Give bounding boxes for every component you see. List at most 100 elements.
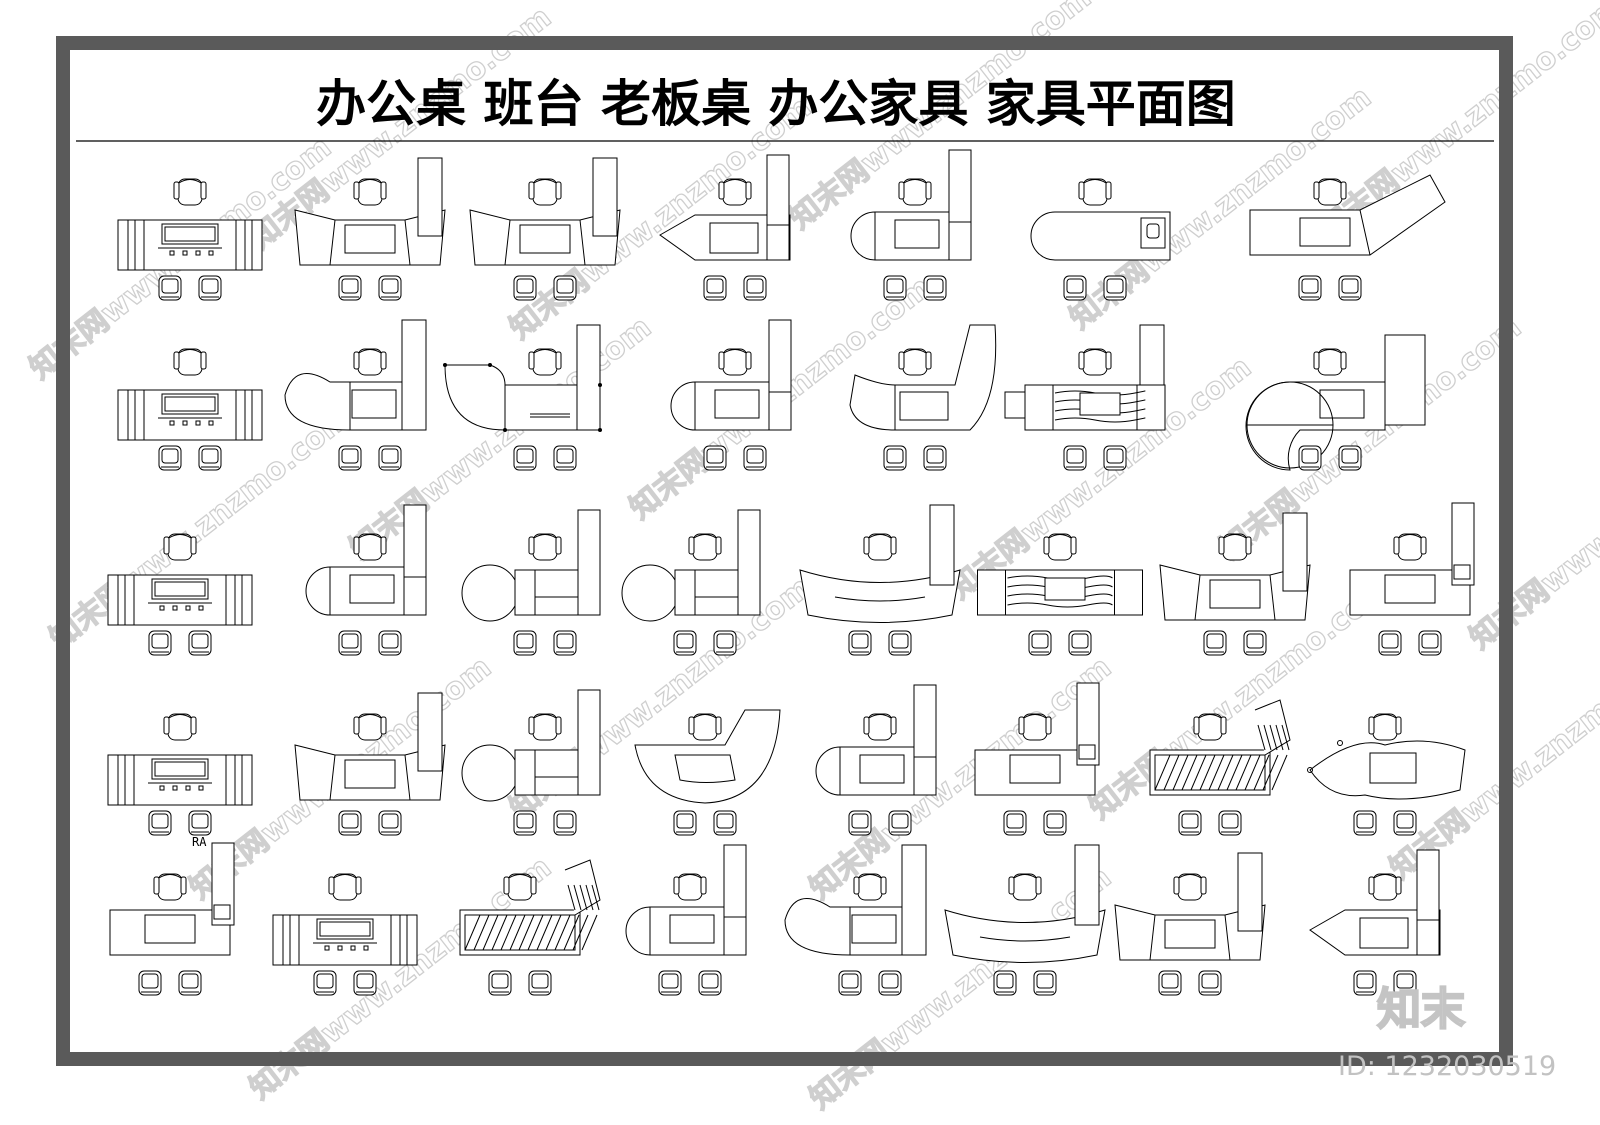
desk-grid — [107, 149, 1475, 996]
guest-chair — [1353, 970, 1377, 996]
guest-chair — [658, 970, 682, 996]
brand-logo-watermark: 知末 — [1377, 984, 1465, 1035]
office-chair — [163, 533, 197, 561]
guest-chair — [158, 275, 182, 301]
guest-chair — [923, 275, 947, 301]
guest-chair — [553, 445, 577, 471]
office-chair — [173, 178, 207, 206]
desk-angled-wide-desk-r1c7 — [1249, 174, 1446, 301]
guest-chair — [1243, 630, 1267, 656]
desk-straight-cabinet-desk-r3c1 — [107, 533, 253, 656]
desk-wood-grain-desk-r3c6 — [977, 533, 1143, 656]
office-chair — [353, 533, 387, 561]
guest-chair — [553, 810, 577, 836]
desk-rounded-l-desk-r2c4 — [670, 319, 792, 471]
guest-chair — [1033, 970, 1057, 996]
office-chair — [1313, 348, 1347, 376]
guest-chair — [698, 970, 722, 996]
guest-chair — [378, 445, 402, 471]
office-chair — [163, 713, 197, 741]
office-chair — [1218, 533, 1252, 561]
guest-chair — [1353, 810, 1377, 836]
office-chair — [898, 348, 932, 376]
site-watermark-text: 知末网www.znzmo.com — [1463, 400, 1600, 657]
desk-angled-desk-with-return-r1c3 — [469, 157, 621, 301]
guest-chair — [848, 810, 872, 836]
guest-chair — [1198, 970, 1222, 996]
office-chair — [328, 873, 362, 901]
guest-chair — [1178, 810, 1202, 836]
desk-straight-cabinet-desk-r4c1 — [107, 713, 253, 836]
guest-chair — [713, 630, 737, 656]
office-chair — [688, 533, 722, 561]
guest-chair — [1043, 810, 1067, 836]
desk-hatched-glass-desk-r5c3 — [459, 859, 601, 996]
guest-chair — [883, 445, 907, 471]
drawing-title: 办公桌 班台 老板桌 办公家具 家具平面图 — [316, 75, 1236, 133]
desk-straight-cabinet-desk-r5c2 — [272, 873, 418, 996]
desk-straight-l-desk-r5c1 — [109, 842, 235, 996]
desk-angled-desk-with-return-r5c7 — [1114, 852, 1266, 996]
guest-chair — [1418, 630, 1442, 656]
guest-chair — [488, 970, 512, 996]
guest-chair — [1218, 810, 1242, 836]
office-chair — [1368, 713, 1402, 741]
office-chair — [853, 873, 887, 901]
office-chair — [1078, 348, 1112, 376]
guest-chair — [1003, 810, 1027, 836]
guest-chair — [148, 810, 172, 836]
desk-arc-desk-with-return-r3c5 — [799, 504, 961, 656]
guest-chair — [1298, 445, 1322, 471]
office-chair — [528, 178, 562, 206]
guest-chair — [883, 275, 907, 301]
office-chair — [1043, 533, 1077, 561]
guest-chair — [848, 630, 872, 656]
office-chair — [673, 873, 707, 901]
guest-chair — [188, 810, 212, 836]
desk-hatched-glass-desk-r4c7 — [1149, 699, 1291, 836]
desk-rounded-l-desk-r3c2 — [305, 504, 427, 656]
guest-chair — [993, 970, 1017, 996]
guest-chair — [703, 445, 727, 471]
guest-chair — [338, 445, 362, 471]
office-chair — [528, 713, 562, 741]
guest-chair — [703, 275, 727, 301]
office-chair — [1313, 178, 1347, 206]
office-chair — [528, 348, 562, 376]
office-chair — [503, 873, 537, 901]
guest-chair — [378, 275, 402, 301]
guest-chair — [888, 810, 912, 836]
desk-rounded-l-desk-r4c5 — [815, 684, 937, 836]
office-chair — [863, 533, 897, 561]
office-chair — [153, 873, 187, 901]
site-watermark-text: 知末网www.znzmo.com — [343, 310, 658, 567]
desk-rounded-l-desk-r5c4 — [625, 844, 747, 996]
guest-chair — [1393, 810, 1417, 836]
guest-chair — [553, 630, 577, 656]
desk-curved-return-desk-r2c5 — [849, 324, 997, 471]
office-chair — [353, 348, 387, 376]
drawing-frame — [56, 36, 1513, 1066]
guest-chair — [378, 630, 402, 656]
desk-angled-desk-with-return-r1c2 — [294, 157, 446, 301]
office-chair — [718, 348, 752, 376]
guest-chair — [888, 630, 912, 656]
office-chair — [1173, 873, 1207, 901]
desk-curved-l-desk-r5c5 — [784, 844, 927, 996]
office-chair — [1368, 873, 1402, 901]
office-chair — [353, 178, 387, 206]
desk-curved-l-desk-r2c2 — [284, 319, 427, 471]
guest-chair — [553, 275, 577, 301]
guest-chair — [338, 630, 362, 656]
office-chair — [353, 713, 387, 741]
office-chair — [1393, 533, 1427, 561]
guest-chair — [513, 810, 537, 836]
desk-curved-wide-desk-r4c8 — [1307, 713, 1466, 836]
guest-chair — [1338, 445, 1362, 471]
guest-chair — [353, 970, 377, 996]
office-chair — [898, 178, 932, 206]
guest-chair — [158, 445, 182, 471]
guest-chair — [1158, 970, 1182, 996]
guest-chair — [1103, 445, 1127, 471]
